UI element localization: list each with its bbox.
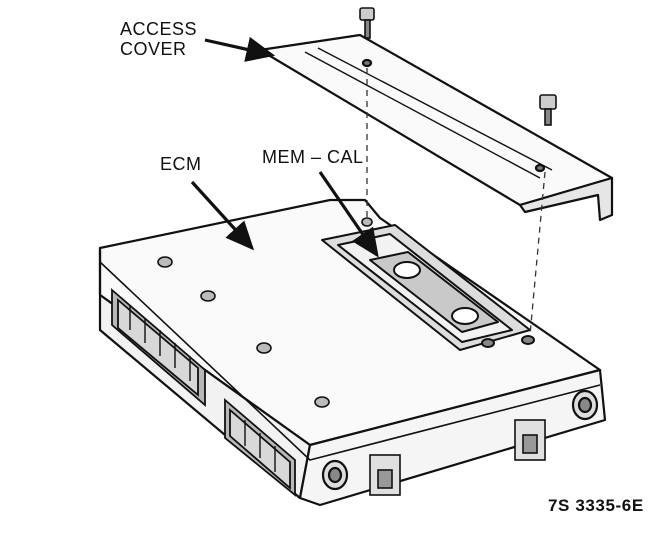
leader-arrows xyxy=(190,36,379,258)
ecm-screw-holes xyxy=(157,217,373,408)
access-cover-label-line2: COVER xyxy=(120,39,187,59)
alignment-lines xyxy=(366,68,546,336)
access-cover-label-line1: ACCESS xyxy=(120,19,198,39)
ecm-connectors xyxy=(111,288,296,497)
access-cover xyxy=(258,33,614,222)
ecm-label: ECM xyxy=(160,154,202,174)
cover-screws xyxy=(359,7,557,126)
figure-reference: 7S 3335-6E xyxy=(548,496,644,515)
mem-cal-label: MEM – CAL xyxy=(262,147,364,167)
ecm-front-slots xyxy=(369,419,546,496)
